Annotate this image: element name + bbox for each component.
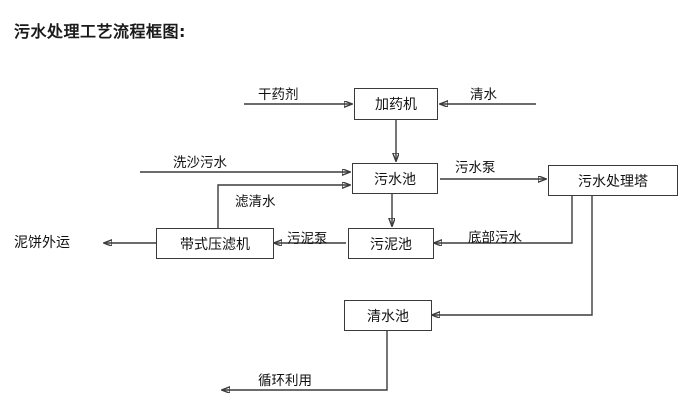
node-label: 加药机 bbox=[375, 97, 417, 113]
node-treatment-tower[interactable]: 污水处理塔 bbox=[548, 165, 678, 196]
edge-label-filtrate-clear-water: 滤清水 bbox=[235, 194, 276, 210]
edge-label-bottom-sewage: 底部污水 bbox=[468, 230, 522, 246]
edge-label-sludge-pump: 污泥泵 bbox=[287, 231, 328, 247]
node-dosing-machine[interactable]: 加药机 bbox=[354, 88, 438, 120]
node-label: 污泥池 bbox=[370, 236, 412, 253]
edge-bottom-sewage bbox=[434, 196, 573, 243]
node-label: 污水池 bbox=[374, 171, 416, 188]
node-clean-water-pool[interactable]: 清水池 bbox=[344, 300, 432, 331]
node-label: 清水池 bbox=[367, 308, 409, 325]
edge-label-dry-reagent: 干药剂 bbox=[258, 87, 299, 103]
edge-recycle-use bbox=[222, 331, 388, 390]
edge-filtrate-clear-water bbox=[217, 185, 350, 228]
node-label: 污水处理塔 bbox=[578, 173, 648, 190]
edge-label-sewage-pump: 污水泵 bbox=[455, 160, 496, 176]
edge-tower-to-clean-water bbox=[432, 196, 593, 315]
edge-label-sand-washing-sewage: 洗沙污水 bbox=[173, 155, 227, 171]
node-belt-filter-press[interactable]: 带式压滤机 bbox=[156, 228, 274, 259]
node-sludge-pool[interactable]: 污泥池 bbox=[348, 228, 434, 259]
edge-label-mud-cake-out: 泥饼外运 bbox=[14, 235, 70, 251]
node-sewage-pool[interactable]: 污水池 bbox=[352, 163, 438, 194]
node-label: 带式压滤机 bbox=[180, 236, 250, 253]
edge-label-recycle-use: 循环利用 bbox=[258, 373, 312, 389]
edge-label-clean-water-in: 清水 bbox=[470, 87, 497, 103]
page-title: 污水处理工艺流程框图: bbox=[14, 22, 186, 41]
